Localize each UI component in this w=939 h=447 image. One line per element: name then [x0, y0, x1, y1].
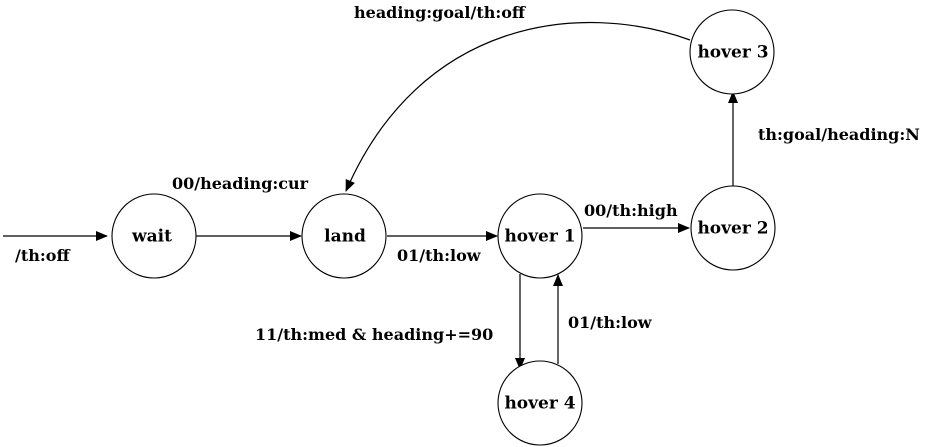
state-wait-label: wait [131, 227, 172, 247]
state-hover-4: hover 4 [497, 360, 583, 446]
state-hover-4-label: hover 4 [504, 394, 575, 414]
state-land-label: land [324, 227, 366, 247]
label-land-to-hover1: 01/th:low [397, 246, 482, 265]
edge-hover3-to-land [345, 21, 691, 192]
state-hover-3: hover 3 [689, 9, 775, 95]
state-land: land [301, 193, 387, 279]
label-wait-to-land: 00/heading:cur [172, 174, 309, 193]
label-hover4-to-hover1: 01/th:low [568, 313, 653, 332]
state-wait: wait [111, 193, 197, 279]
state-hover-1-label: hover 1 [504, 227, 575, 247]
state-hover-1: hover 1 [497, 193, 583, 279]
state-hover-2-label: hover 2 [697, 219, 768, 239]
label-hover2-to-hover3: th:goal/heading:N [758, 125, 920, 144]
label-hover1-to-hover4: 11/th:med & heading+=90 [255, 325, 493, 344]
label-init: /th:off [15, 246, 70, 265]
label-hover1-to-hover2: 00/th:high [584, 201, 678, 220]
state-hover-3-label: hover 3 [697, 43, 768, 63]
state-hover-2: hover 2 [690, 185, 776, 271]
label-hover3-to-land: heading:goal/th:off [354, 3, 526, 22]
